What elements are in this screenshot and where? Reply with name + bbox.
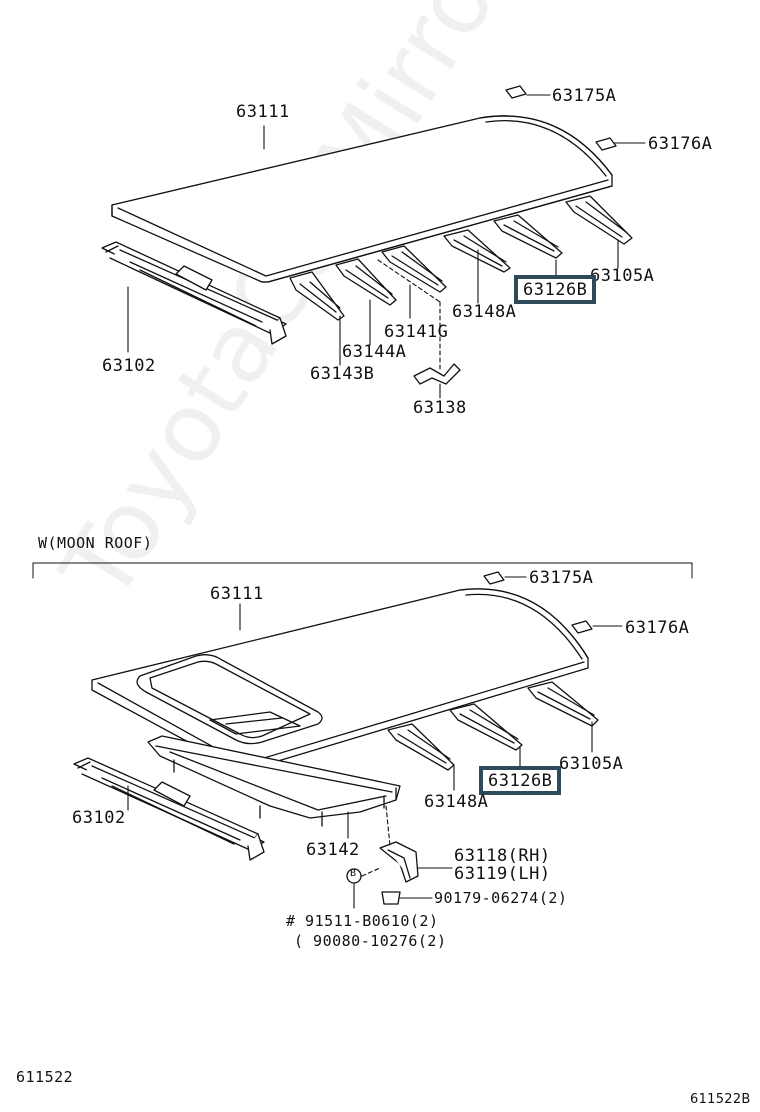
upper-roof-bows bbox=[289, 195, 633, 321]
moon-roof-section-bracket bbox=[32, 562, 693, 579]
lower-moon-roof-housing bbox=[147, 711, 401, 827]
label-63144A-upper: 63144A bbox=[342, 342, 407, 362]
label-63141G-upper: 63141G bbox=[384, 322, 449, 342]
label-63126B-lower-highlighted: 63126B bbox=[479, 766, 562, 795]
label-63148A-lower: 63148A bbox=[424, 792, 489, 812]
label-63118-rh: 63118(RH) bbox=[454, 846, 551, 866]
label-63143B-upper: 63143B bbox=[310, 364, 375, 384]
label-90080-10276: ( 90080-10276(2) bbox=[294, 932, 447, 950]
label-63119-lh: 63119(LH) bbox=[454, 864, 551, 884]
lower-leader-lines bbox=[127, 576, 623, 909]
label-63105A-upper: 63105A bbox=[590, 266, 655, 286]
lower-roof-bows bbox=[387, 681, 599, 771]
label-63102-lower: 63102 bbox=[72, 808, 126, 828]
b-marker-letter: B bbox=[350, 868, 357, 879]
upper-front-header-panel bbox=[101, 241, 287, 345]
upper-leader-lines bbox=[127, 94, 646, 399]
footer-code-right: 611522B bbox=[690, 1092, 751, 1107]
label-63175A-lower: 63175A bbox=[529, 568, 594, 588]
upper-small-clips bbox=[413, 85, 617, 385]
label-63176A-lower: 63176A bbox=[625, 618, 690, 638]
label-63148A-upper: 63148A bbox=[452, 302, 517, 322]
label-91511-B0610: # 91511-B0610(2) bbox=[286, 912, 439, 930]
lower-small-parts bbox=[346, 571, 593, 905]
label-63176A-upper: 63176A bbox=[648, 134, 713, 154]
label-63142-lower: 63142 bbox=[306, 840, 360, 860]
upper-roof-panel bbox=[111, 115, 613, 283]
label-63111-upper: 63111 bbox=[236, 102, 290, 122]
label-63175A-upper: 63175A bbox=[552, 86, 617, 106]
label-63138-upper: 63138 bbox=[413, 398, 467, 418]
label-90179-06274: 90179-06274(2) bbox=[434, 889, 568, 907]
footer-code-left: 611522 bbox=[16, 1068, 74, 1086]
moon-roof-section-title: W(MOON ROOF) bbox=[38, 534, 153, 552]
label-63102-upper: 63102 bbox=[102, 356, 156, 376]
label-63105A-lower: 63105A bbox=[559, 754, 624, 774]
label-63126B-upper-highlighted: 63126B bbox=[514, 275, 597, 304]
label-63111-lower: 63111 bbox=[210, 584, 264, 604]
